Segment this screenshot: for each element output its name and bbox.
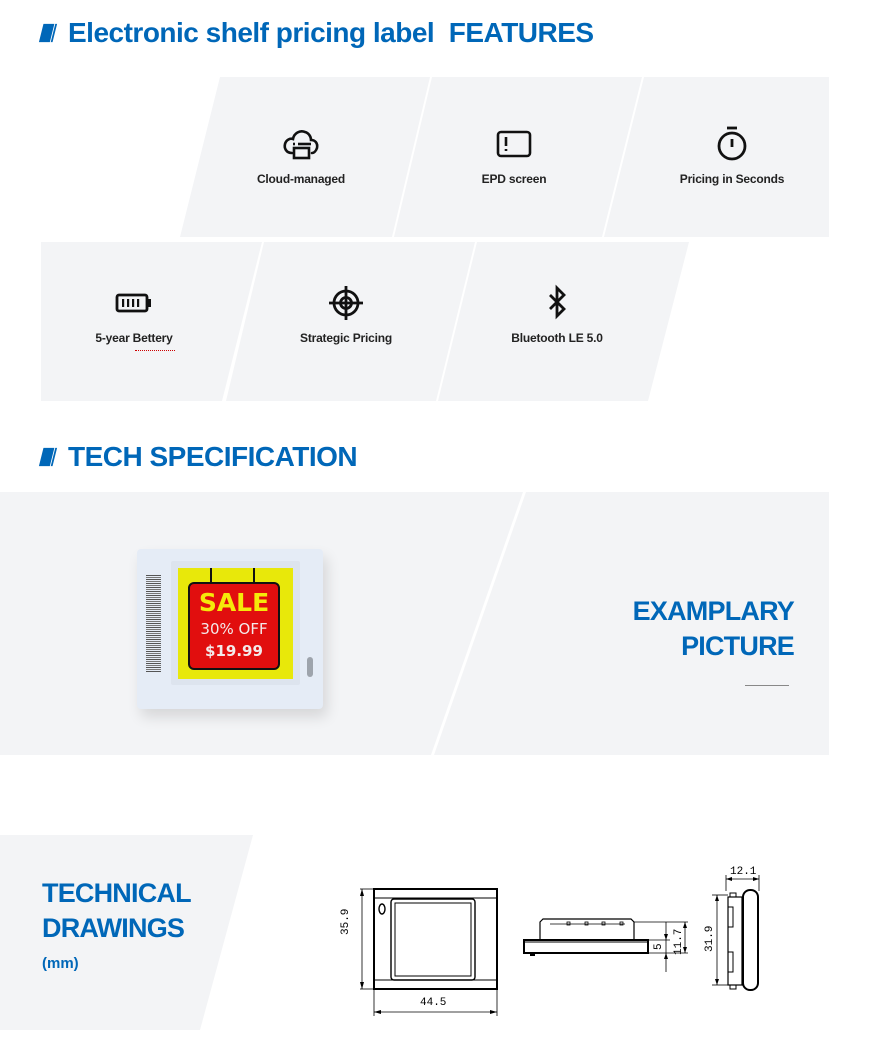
feature-panel-strategic bbox=[226, 242, 475, 401]
feature-pricing-seconds: Pricing in Seconds bbox=[642, 124, 822, 186]
battery-icon bbox=[114, 283, 154, 323]
tech-spec-title: TECH SPECIFICATION bbox=[68, 441, 358, 472]
bluetooth-icon bbox=[537, 283, 577, 323]
end-depth-dim: 12.1 bbox=[730, 866, 757, 878]
feature-battery: 5-year Bettery bbox=[44, 283, 224, 345]
front-view-drawing bbox=[360, 888, 498, 1016]
feature-panel-bluetooth bbox=[438, 242, 689, 401]
drawings-title-line2: DRAWINGS bbox=[42, 913, 185, 943]
examplary-picture-caption: EXAMPLARY PICTURE bbox=[632, 594, 795, 664]
product-image: SALE 30% OFF $19.99 bbox=[137, 549, 323, 709]
heading-slash-icon bbox=[38, 23, 58, 43]
target-icon bbox=[326, 283, 366, 323]
feature-cloud-managed: Cloud-managed bbox=[211, 124, 391, 186]
feature-label-text: 5-year Bettery bbox=[95, 331, 173, 345]
feature-label: EPD screen bbox=[481, 172, 547, 186]
drawings-title-line1: TECHNICAL bbox=[42, 878, 192, 908]
feature-label: Pricing in Seconds bbox=[679, 172, 785, 186]
technical-drawings-title: TECHNICAL DRAWINGS bbox=[42, 876, 192, 946]
feature-bluetooth: Bluetooth LE 5.0 bbox=[467, 283, 647, 345]
end-view-drawing bbox=[712, 875, 760, 991]
front-width-dim: 44.5 bbox=[420, 997, 447, 1009]
feature-panel-pricing bbox=[604, 77, 829, 237]
spellcheck-underline bbox=[135, 350, 175, 351]
barcode bbox=[146, 575, 161, 673]
feature-strategic-pricing: Strategic Pricing bbox=[256, 283, 436, 345]
sale-text: SALE bbox=[198, 588, 270, 617]
discount-text: 30% OFF bbox=[200, 620, 268, 638]
price-text: $19.99 bbox=[205, 642, 263, 660]
feature-epd-screen: EPD screen bbox=[424, 124, 604, 186]
side-total-dim: 11.7 bbox=[673, 928, 685, 955]
epd-screen-icon bbox=[494, 124, 534, 164]
caption-line1: EXAMPLARY bbox=[632, 596, 795, 626]
caption-line2: PICTURE bbox=[681, 631, 795, 661]
feature-label: Bluetooth LE 5.0 bbox=[511, 331, 603, 345]
stopwatch-icon bbox=[712, 124, 752, 164]
tech-spec-heading: TECH SPECIFICATION bbox=[38, 441, 358, 473]
spec-panel-caption bbox=[434, 492, 829, 755]
led-indicator bbox=[307, 657, 313, 677]
sale-sign: SALE 30% OFF $19.99 bbox=[188, 582, 280, 670]
front-height-dim: 35.9 bbox=[340, 908, 352, 935]
feature-label: 5-year Bettery bbox=[95, 331, 172, 345]
caption-divider bbox=[745, 685, 789, 686]
drawings-panel bbox=[0, 835, 253, 1030]
epd-display: SALE 30% OFF $19.99 bbox=[178, 568, 293, 679]
feature-label: Strategic Pricing bbox=[300, 331, 392, 345]
side-view-drawing bbox=[523, 918, 688, 972]
heading-slash-icon bbox=[38, 447, 58, 467]
end-height-dim: 31.9 bbox=[704, 925, 716, 952]
drawings-unit: (mm) bbox=[42, 955, 79, 972]
cloud-managed-icon bbox=[281, 124, 321, 164]
feature-panel-battery bbox=[41, 242, 262, 401]
feature-label: Cloud-managed bbox=[256, 172, 346, 186]
side-base-dim: 5 bbox=[653, 943, 665, 950]
features-title: Electronic shelf pricing label FEATURES bbox=[68, 17, 594, 48]
features-heading: Electronic shelf pricing label FEATURES bbox=[38, 17, 594, 49]
